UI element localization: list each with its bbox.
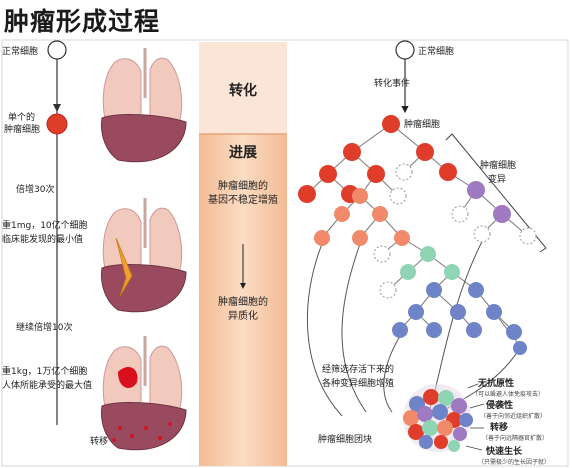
label-transform: 转化: [229, 83, 257, 99]
label-1mg-line2: 临床能发现的最小值: [2, 235, 84, 245]
label-hetero-line2: 异质化: [228, 311, 258, 322]
feature-note-1: （善于向邻近组织扩散）: [480, 413, 547, 420]
page-title: 肿瘤形成过程: [4, 7, 161, 36]
feature-title-1: 侵袭性: [486, 401, 514, 411]
label-genome-line1: 肿瘤细胞的: [218, 181, 268, 192]
label-hetero-line1: 肿瘤细胞的: [218, 297, 268, 308]
feature-note-2: （善于向远隔器官扩散）: [482, 435, 549, 442]
label-transform-event: 转化事件: [374, 79, 411, 89]
label-1kg-line2: 人体所能承受的最大值: [2, 381, 93, 391]
label-metastasis: 转移: [90, 437, 109, 447]
feature-title-3: 快速生长: [486, 447, 523, 457]
timeline-arrowhead: [53, 104, 61, 112]
label-1mg-line1: 重1mg，10亿个细胞: [2, 221, 88, 231]
tumor-cell-mass: [403, 384, 473, 452]
label-variant-line2: 变异: [488, 175, 507, 185]
label-single-tumor-cell-line2: 肿瘤细胞: [4, 125, 41, 135]
normal-cell-icon: [47, 40, 67, 60]
label-1kg-line1: 重1kg，1万亿个细胞: [2, 367, 88, 377]
label-tumor-cell: 肿瘤细胞: [404, 120, 441, 130]
label-double-10: 继续倍增10次: [16, 323, 73, 333]
single-tumor-cell-icon: [46, 113, 68, 135]
label-variant-line1: 肿瘤细胞: [480, 161, 517, 171]
lineage-tree: [306, 40, 547, 417]
feature-note-3: （只需极少的生长因子就）: [478, 459, 551, 466]
label-selection-line1: 经筛选存活下来的: [322, 365, 395, 375]
feature-note-0: （可以躲避人体免疫攻击）: [472, 391, 545, 398]
normal-cell-icon-right: [395, 40, 415, 60]
label-double-30: 倍增30次: [16, 185, 55, 195]
label-selection-line2: 各种变异细胞增殖: [322, 379, 395, 389]
label-genome-line2: 基因不稳定增殖: [208, 195, 278, 206]
label-normal-cell: 正常细胞: [2, 47, 39, 57]
feature-title-2: 转移: [490, 423, 509, 433]
label-progress: 进展: [229, 145, 257, 161]
lungs-liver-illustration-3: [101, 336, 187, 451]
tree-cells: [298, 115, 537, 355]
label-tumor-mass: 肿瘤细胞团块: [318, 435, 373, 445]
transform-block: [199, 42, 287, 134]
label-normal-cell-right: 正常细胞: [418, 47, 455, 57]
lungs-liver-illustration-1: [101, 48, 187, 163]
lungs-liver-illustration-2: [101, 198, 187, 313]
label-single-tumor-cell-line1: 单个的: [8, 113, 36, 123]
feature-title-0: 无抗原性: [478, 379, 515, 389]
